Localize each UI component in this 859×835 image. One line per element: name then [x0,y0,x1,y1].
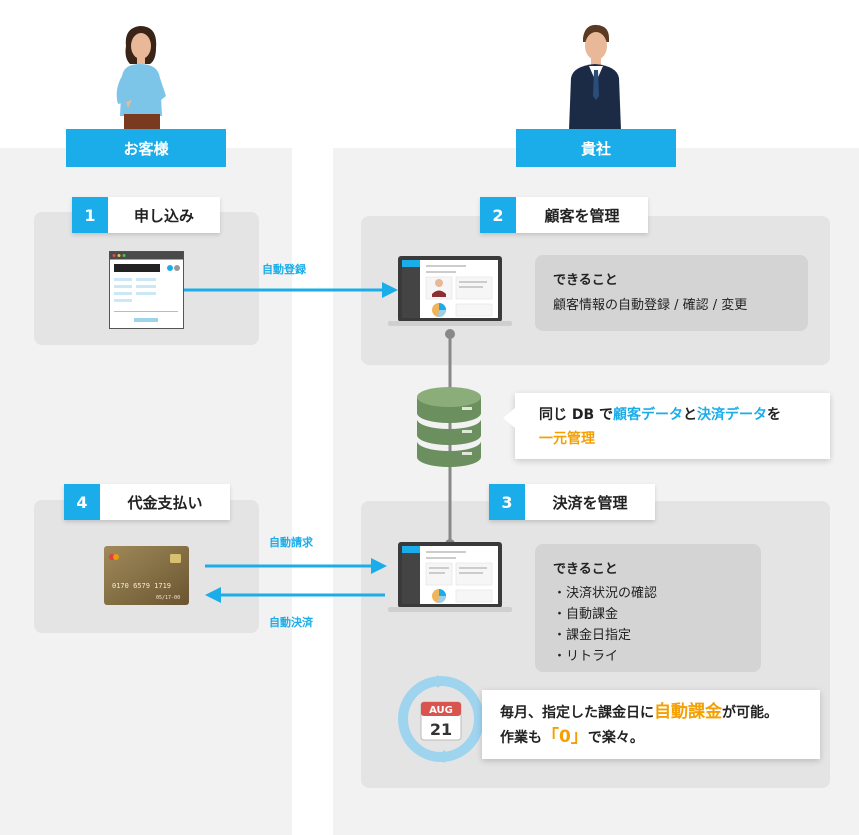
step-1-header: 1 申し込み [72,197,220,233]
recurring-calendar-icon: AUG 21 [398,675,484,763]
payment-capabilities-box: できること ・決済状況の確認 ・自動課金 ・課金日指定 ・リトライ [535,544,761,672]
company-person-icon [569,24,621,130]
step-3-header: 3 決済を管理 [489,484,655,520]
card-number: 0170 6579 1719 [112,582,171,590]
zero-work-highlight: 「0」 [542,727,588,747]
capabilities-heading: できること [553,562,618,577]
step-title: 顧客を管理 [544,206,620,225]
card-expiry: 05/17-00 [156,595,180,601]
calendar-month: AUG [429,705,453,716]
billing-callout-line-1: 毎月、指定した課金日に自動課金が可能。 [500,700,820,725]
database-icon [417,387,481,467]
capability-item: ・課金日指定 [553,628,632,643]
auto-register-label: 自動登録 [262,263,306,276]
step-2-header: 2 顧客を管理 [480,197,648,233]
step-title: 代金支払い [127,493,203,512]
credit-card-icon: 0170 6579 1719 05/17-00 [104,546,189,605]
payment-data-highlight: 決済データ [697,407,768,423]
application-form-icon [109,251,184,329]
capabilities-text: 顧客情報の自動登録 / 確認 / 変更 [553,298,748,313]
step-title: 決済を管理 [552,493,628,512]
calendar-day: 21 [430,720,452,739]
db-callout-text: 同じ DB で [539,407,614,423]
capability-item: ・リトライ [553,649,619,664]
auto-request-label: 自動請求 [269,536,313,549]
step-4-header: 4 代金支払い [64,484,230,520]
step-number: 2 [480,197,516,233]
billing-callout-text: 毎月、指定した課金日に [500,705,654,721]
db-callout-line-1: 同じ DB で顧客データと決済データを [539,403,830,427]
auto-request-arrow [205,558,387,574]
auto-settle-label: 自動決済 [269,616,313,629]
customer-person-icon [116,26,166,130]
auto-billing-highlight: 自動課金 [654,702,722,722]
db-callout-text: と [683,407,698,423]
billing-callout-text: で楽々。 [587,730,644,746]
db-callout-text: を [767,407,782,423]
billing-callout-text: が可能。 [722,705,778,721]
step-number: 1 [72,197,108,233]
capabilities-heading: できること [553,273,618,288]
laptop-customer-dashboard-icon [388,256,512,326]
db-callout: 同じ DB で顧客データと決済データを 一元管理 [515,393,830,459]
step-number: 3 [489,484,525,520]
laptop-payment-dashboard-icon [388,542,512,612]
auto-settle-arrow [205,587,385,603]
billing-callout-line-2: 作業も「0」で楽々。 [500,725,820,750]
company-label: 貴社 [516,129,676,167]
billing-callout: 毎月、指定した課金日に自動課金が可能。 作業も「0」で楽々。 [482,690,820,759]
customer-data-highlight: 顧客データ [613,407,684,423]
billing-callout-text: 作業も [500,730,542,746]
auto-register-arrow [184,282,398,298]
capability-item: ・決済状況の確認 [553,586,658,601]
step-title: 申し込み [133,206,194,225]
customer-capabilities-box: できること 顧客情報の自動登録 / 確認 / 変更 [535,255,808,331]
customer-label: お客様 [66,129,226,167]
unified-management-highlight: 一元管理 [539,431,595,447]
capability-item: ・自動課金 [553,607,619,622]
step-number: 4 [64,484,100,520]
db-callout-pointer [503,408,515,428]
